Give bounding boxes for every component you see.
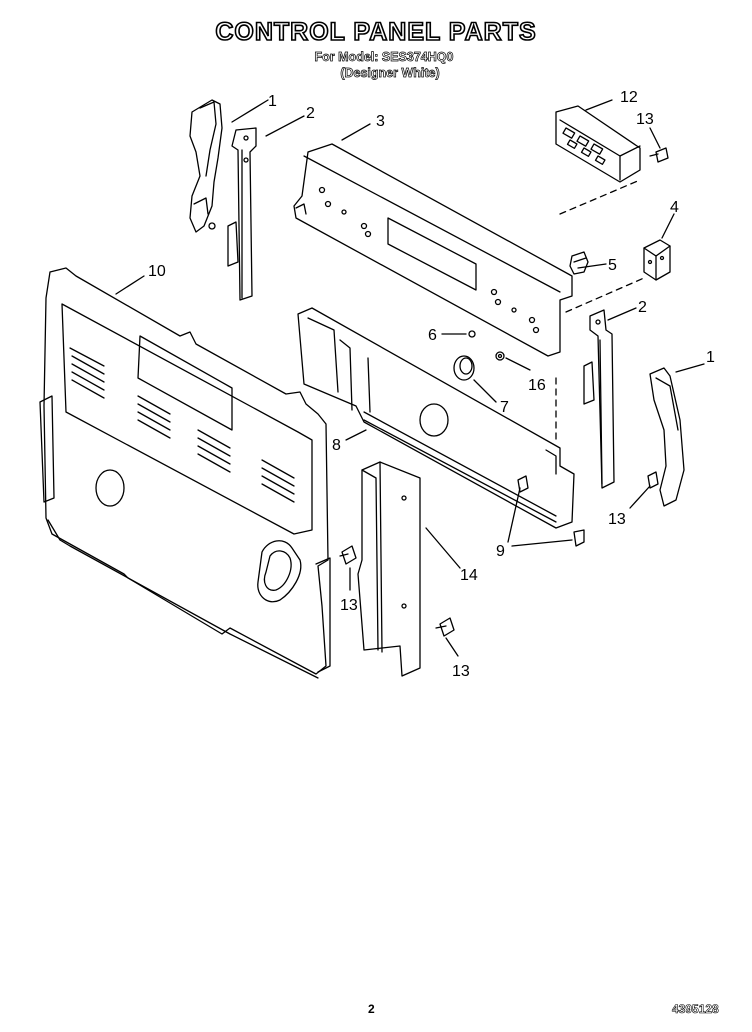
page-number: 2 [368,1002,375,1016]
callout-1-right: 1 [706,349,715,366]
callout-1-left: 1 [268,93,277,110]
part-10-rear-panel [39,267,331,679]
callout-13-bottom: 13 [452,663,470,680]
part-5-harness [569,251,589,275]
callout-13-top: 13 [636,111,654,128]
part-16-nut [495,351,505,361]
part-3-control-panel [293,143,573,357]
callout-16: 16 [528,377,546,394]
callout-14: 14 [460,567,478,584]
part-8-inner-panel [297,307,575,529]
explosion-lines [555,179,645,445]
page-title: CONTROL PANEL PARTS [215,17,537,47]
callout-3: 3 [376,113,385,130]
callout-5: 5 [608,257,617,274]
part-7-knob [453,355,475,381]
part-4-switch [643,239,671,281]
callout-10: 10 [148,263,166,280]
part-13-screw-middle [339,545,357,565]
part-1-right-end-cap [649,367,685,507]
callout-13-middle: 13 [340,597,358,614]
callout-4: 4 [670,199,679,216]
callout-8: 8 [332,437,341,454]
part-13-screw-bottom [435,617,455,637]
part-2-right-bracket [583,309,615,489]
leader-lines [115,99,705,657]
part-13-screw-right [647,471,659,489]
callout-6: 6 [428,327,437,344]
part-14-divider [357,461,421,677]
color-line: (Designer White) [340,66,440,81]
document-number: 4395128 [672,1002,719,1017]
callout-7: 7 [500,399,509,416]
part-9-screws [517,475,585,547]
part-1-left-end-cap [189,99,223,233]
part-6-clip [468,330,476,338]
part-2-left-bracket [227,127,257,301]
part-13-screw-top [649,147,669,163]
callout-2-right: 2 [638,299,647,316]
callout-13-right: 13 [608,511,626,528]
model-line: For Model: SES374HQ0 [314,50,454,65]
callout-9: 9 [496,543,505,560]
callout-12: 12 [620,89,638,106]
part-12-control-module [555,105,641,183]
callout-2-left: 2 [306,105,315,122]
